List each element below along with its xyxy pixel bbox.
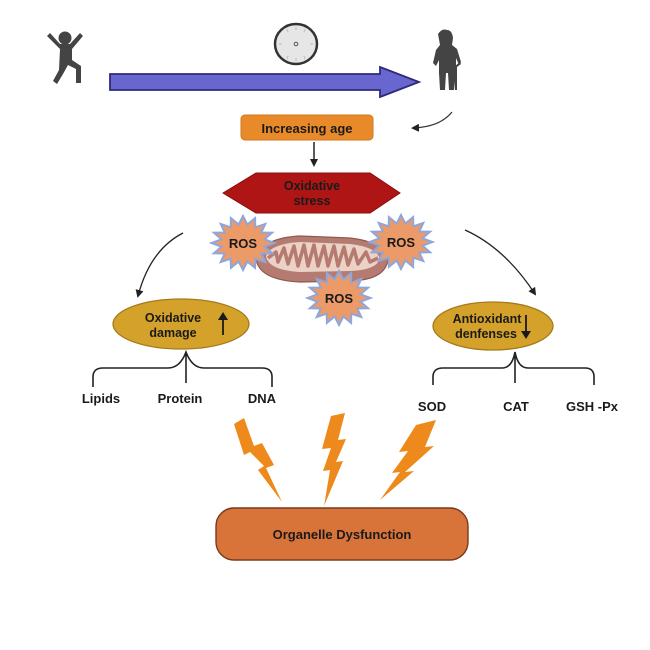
ros-burst: ROS	[208, 213, 278, 273]
increase-arrow-icon	[218, 312, 228, 335]
ros-burst: ROS	[304, 268, 374, 328]
decrease-arrow-icon	[521, 315, 531, 339]
oxidative-stress-line1: Oxidative	[284, 179, 340, 193]
enzyme-sod: SOD	[418, 399, 446, 414]
damage-brace	[92, 349, 273, 387]
target-dna: DNA	[248, 391, 277, 406]
ros-layer: ROS ROS ROS	[208, 212, 436, 328]
oxidative-stress-line2: stress	[294, 194, 331, 208]
defenses-brace	[432, 351, 595, 385]
lightning-bolt-icon	[234, 418, 282, 502]
organelle-dysfunction-box: Organelle Dysfunction	[215, 507, 469, 561]
oxidative-damage-line2: damage	[149, 326, 196, 340]
ros-burst-shape	[208, 213, 278, 273]
antioxidant-defenses-line2: denfenses	[455, 327, 517, 341]
oxidative-damage-ellipse: Oxidative damage	[112, 298, 250, 350]
elderly-person-icon	[433, 29, 461, 90]
ros-burst: ROS	[366, 212, 436, 272]
increasing-age-box: Increasing age	[240, 114, 374, 141]
organelle-dysfunction-label: Organelle Dysfunction	[273, 527, 412, 542]
curved-arrow-age	[411, 111, 453, 132]
target-protein: Protein	[158, 391, 203, 406]
curved-arrow-to-defenses	[464, 229, 537, 296]
ros-label: ROS	[325, 291, 354, 306]
antioxidant-defenses-ellipse: Antioxidant denfenses	[432, 301, 554, 351]
enzyme-cat: CAT	[503, 399, 529, 414]
antioxidant-defenses-line1: Antioxidant	[453, 312, 523, 326]
clock-icon	[273, 22, 319, 66]
curved-arrow-to-damage	[135, 232, 184, 298]
oxidative-damage-line1: Oxidative	[145, 311, 201, 325]
aging-timeline-arrow	[109, 65, 422, 99]
lightning-bolt-icon	[322, 413, 346, 506]
young-person-icon	[47, 31, 83, 84]
increasing-age-label: Increasing age	[261, 121, 352, 136]
mitochondrion-icon	[255, 235, 389, 283]
target-lipids: Lipids	[82, 391, 120, 406]
ros-label: ROS	[387, 235, 416, 250]
ros-burst-shape	[304, 268, 374, 328]
ros-burst-shape	[366, 212, 436, 272]
lightning-bolt-icon	[380, 420, 436, 500]
enzyme-gsh-px: GSH -Px	[566, 399, 619, 414]
ros-label: ROS	[229, 236, 258, 251]
oxidative-stress-hexagon: Oxidative stress	[222, 172, 401, 214]
